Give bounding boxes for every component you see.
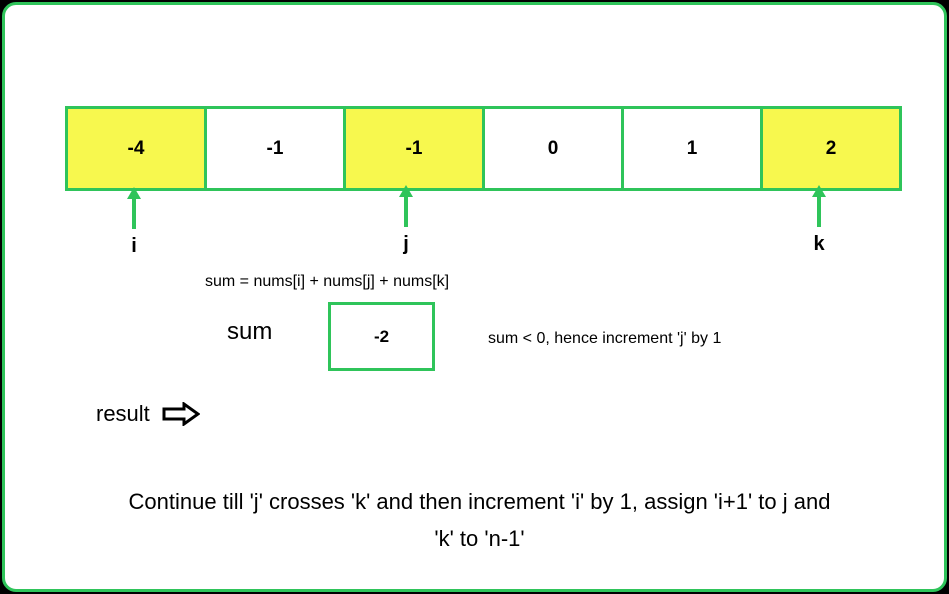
array-cell: -1 bbox=[204, 106, 346, 191]
arrow-up-icon bbox=[127, 187, 141, 229]
sum-formula: sum = nums[i] + nums[j] + nums[k] bbox=[205, 273, 450, 290]
array-cell: -1 bbox=[343, 106, 485, 191]
outline-arrow-right-icon bbox=[162, 402, 200, 426]
sum-note: sum < 0, hence increment 'j' by 1 bbox=[488, 330, 722, 347]
cell-value: -4 bbox=[127, 137, 145, 159]
arrow-up-icon bbox=[399, 185, 413, 227]
result-label: result bbox=[96, 401, 150, 426]
caption-line: Continue till 'j' crosses 'k' and then i… bbox=[128, 489, 831, 514]
pointer-j: j bbox=[391, 185, 421, 256]
sum-value-box: -2 bbox=[328, 302, 435, 371]
pointer-i: i bbox=[119, 187, 149, 258]
caption-line: 'k' to 'n-1' bbox=[434, 526, 525, 551]
cell-value: 1 bbox=[686, 137, 698, 159]
array: -4 -1 -1 0 1 2 bbox=[65, 106, 902, 191]
array-cell: 2 bbox=[760, 106, 902, 191]
cell-value: 2 bbox=[825, 137, 837, 159]
result-row: result bbox=[96, 401, 200, 427]
pointer-label: j bbox=[403, 233, 409, 255]
pointer-label: k bbox=[813, 233, 825, 255]
pointer-label: i bbox=[131, 235, 137, 257]
cell-value: 0 bbox=[547, 137, 559, 159]
array-cell: 1 bbox=[621, 106, 763, 191]
sum-value: -2 bbox=[373, 326, 390, 346]
cell-value: -1 bbox=[266, 137, 284, 159]
pointer-k: k bbox=[804, 185, 834, 256]
caption: Continue till 'j' crosses 'k' and then i… bbox=[35, 483, 924, 557]
sum-label: sum bbox=[227, 318, 273, 345]
array-cell: -4 bbox=[65, 106, 207, 191]
arrow-up-icon bbox=[812, 185, 826, 227]
cell-value: -1 bbox=[405, 137, 423, 159]
array-cell: 0 bbox=[482, 106, 624, 191]
